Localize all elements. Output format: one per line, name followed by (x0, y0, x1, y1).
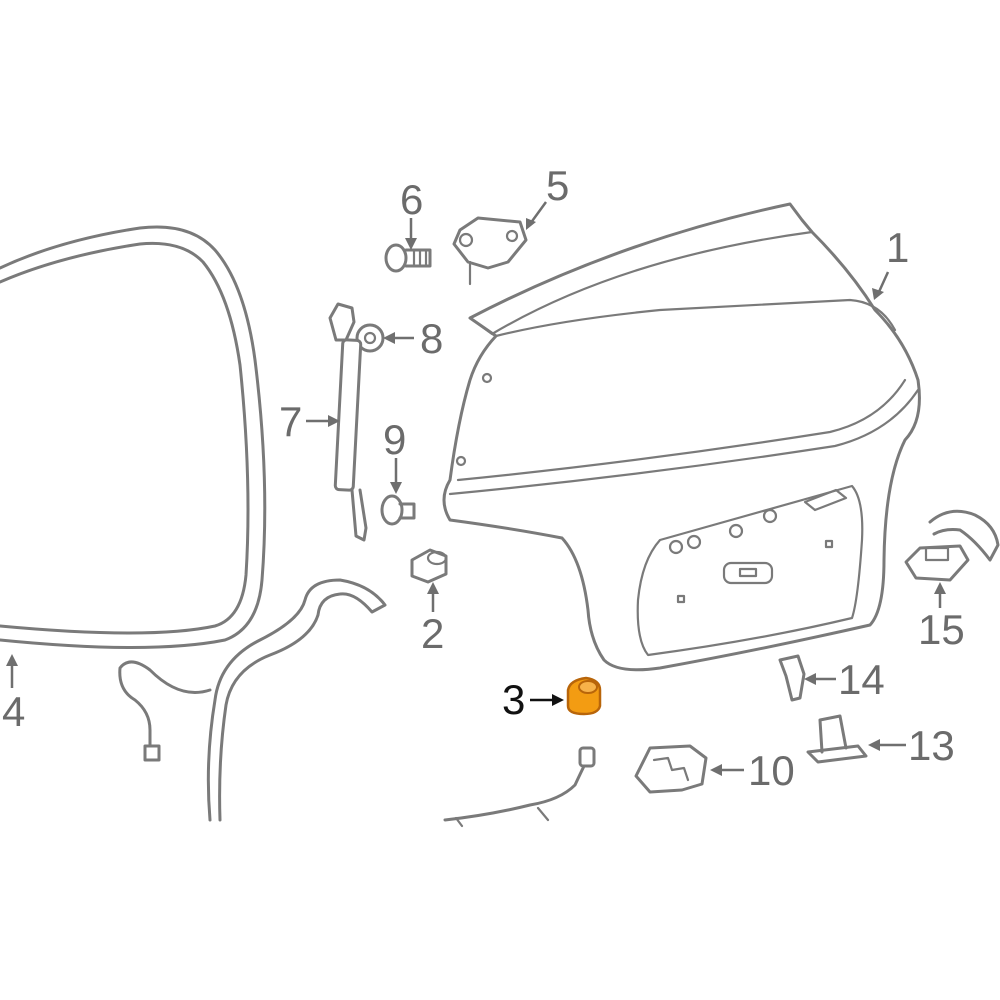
part-9-stud[interactable] (380, 494, 416, 526)
part-10-latch[interactable] (634, 744, 708, 794)
callout-3[interactable]: 3 (502, 676, 525, 723)
callout-15[interactable]: 15 (918, 606, 965, 653)
part-15-handle[interactable] (904, 509, 1000, 582)
callout-1[interactable]: 1 (886, 224, 909, 271)
part-6-bolt[interactable] (384, 243, 432, 273)
wiring-harness-bottom[interactable] (443, 746, 596, 828)
callout-6[interactable]: 6 (400, 176, 423, 223)
callout-13[interactable]: 13 (908, 722, 955, 769)
part-13-striker[interactable] (806, 714, 868, 764)
callout-5[interactable]: 5 (546, 162, 569, 209)
part-7-strut[interactable] (328, 302, 368, 542)
part-3-bumper[interactable] (566, 676, 602, 716)
callout-7[interactable]: 7 (279, 398, 302, 445)
part-5-hinge[interactable] (452, 216, 528, 286)
callout-numbers: 1 2 3 4 5 6 7 8 9 10 13 14 15 (2, 162, 965, 794)
callout-9[interactable]: 9 (383, 416, 406, 463)
part-4-weatherstrip[interactable] (0, 225, 267, 649)
callout-4[interactable]: 4 (2, 688, 25, 735)
wiring-harness-left[interactable] (118, 578, 387, 822)
callout-8[interactable]: 8 (420, 315, 443, 362)
callout-2[interactable]: 2 (421, 610, 444, 657)
callout-leaders (6, 201, 946, 776)
part-14-clip[interactable] (778, 654, 806, 702)
callout-14[interactable]: 14 (838, 656, 885, 703)
callout-10[interactable]: 10 (748, 747, 795, 794)
part-2-bumper[interactable] (410, 548, 448, 584)
part-1-liftgate[interactable] (442, 202, 921, 672)
